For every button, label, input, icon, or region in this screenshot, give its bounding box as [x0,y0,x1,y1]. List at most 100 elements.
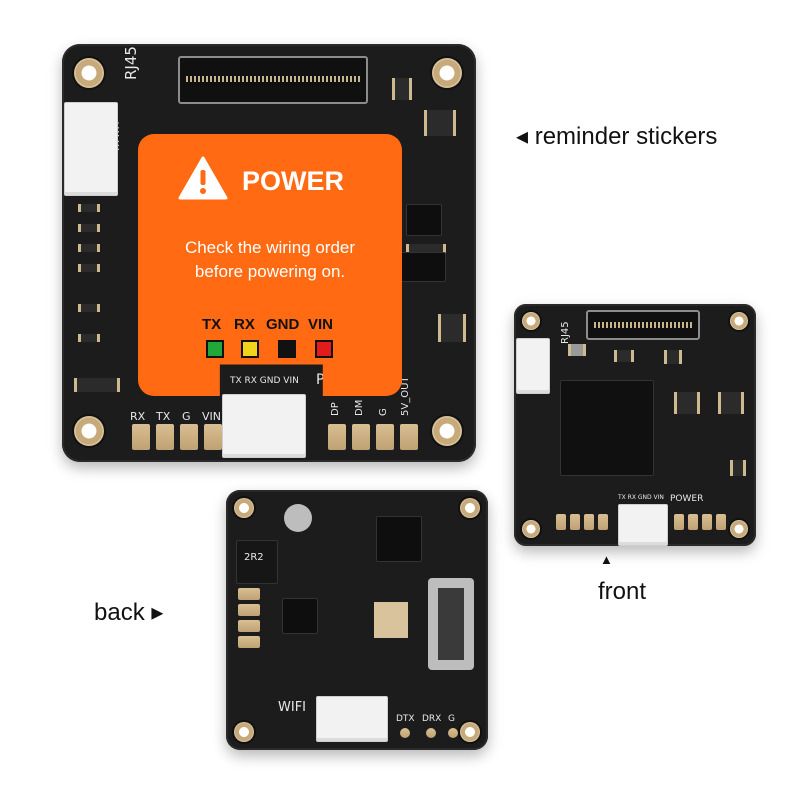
pad [448,728,458,738]
front-board: RJ45 TX RX GND VIN POWER [514,304,756,546]
uart-connector [618,504,668,546]
mounting-hole [234,498,254,518]
mounting-hole [74,58,104,88]
buzzer [284,504,312,532]
pad-label-tx: TX [156,410,171,423]
mounting-hole [234,722,254,742]
power-label: POWER [670,494,704,504]
inductor [236,540,278,584]
pad [598,514,608,530]
pad [238,620,260,632]
pad [426,728,436,738]
pad-label-g: G [448,714,455,724]
mounting-hole [522,312,540,330]
wire-label-gnd: GND [266,316,300,333]
sd-card-inner [438,588,464,660]
connector-label: TX RX GND VIN [618,494,664,501]
wifi-antenna-component [374,602,408,638]
mounting-hole [730,520,748,538]
wire-label-rx: RX [234,316,255,333]
wire-swatch-gnd [278,340,296,358]
pad-5v-out [400,424,418,450]
rj45-ffc-connector [178,56,368,104]
pad-g [376,424,394,450]
sticker-title: POWER [242,166,345,196]
component [438,314,466,342]
wire-label-tx: TX [202,316,222,333]
uart-connector [222,394,306,458]
main-processor [560,380,654,476]
side-connector [516,338,550,394]
inductor-label: 2R2 [244,552,264,563]
sticker-message-line1: Check the wiring order [184,238,356,257]
component [568,344,586,356]
component [78,264,100,272]
pad [584,514,594,530]
mounting-hole [74,416,104,446]
pad-g [180,424,198,450]
pad [570,514,580,530]
pad [702,514,712,530]
component [78,204,100,212]
mounting-hole [522,520,540,538]
caption-back: back ▸ [94,599,164,626]
pad-dm [352,424,370,450]
connector-label: TX RX GND VIN [230,376,299,386]
pad-label-dtx: DTX [396,714,415,724]
pad-label-vin: VIN [202,410,221,423]
pad [238,604,260,616]
component [74,378,120,392]
wire-swatch-rx [241,340,259,358]
pad [674,514,684,530]
pad-tx [156,424,174,450]
component [730,460,746,476]
mounting-hole [432,416,462,446]
caption-front-arrow: ▲ [600,552,613,567]
pad-label-rx: RX [130,410,146,423]
pad-dp [328,424,346,450]
component [674,392,700,414]
component [664,350,682,364]
mounting-hole [432,58,462,88]
wifi-label: WIFI [278,700,306,715]
pad [400,728,410,738]
pad [238,588,260,600]
component [718,392,744,414]
wire-swatch-tx [206,340,224,358]
power-label: P [316,372,325,388]
back-board: 2R2 WIFI DTX DRX G [226,490,488,750]
pad-rx [132,424,150,450]
caption-reminder-stickers: ◂ reminder stickers [516,123,718,150]
pad-vin [204,424,222,450]
pad-label-dm: DM [354,399,365,416]
pad-label-g: G [378,408,389,416]
ic-chip [400,252,446,282]
warning-icon [178,156,228,200]
pad [688,514,698,530]
component [614,350,634,362]
component [392,78,412,100]
component [78,244,100,252]
pad [556,514,566,530]
wifi-connector [316,696,388,742]
pad-label-g: G [182,410,191,423]
pad [716,514,726,530]
wire-swatch-vin [315,340,333,358]
ic-chip [282,598,318,634]
component [78,304,100,312]
mounting-hole [730,312,748,330]
rj45-ffc-connector [586,310,700,340]
pad [238,636,260,648]
regulator-chip [406,204,442,236]
mounting-hole [460,722,480,742]
caption-front: front [598,578,647,605]
pad-label-dp: DP [330,402,341,416]
mounting-hole [460,498,480,518]
pad-label-drx: DRX [422,714,442,724]
large-board: RJ45 TX-TX+ RX TX G VIN P DP DM G 5V_OUT… [62,44,476,462]
sticker-message-line2: before powering on. [194,262,346,281]
rj45-label: RJ45 [122,46,140,80]
component [78,334,100,342]
rj45-label: RJ45 [560,321,571,344]
reminder-sticker: POWER Check the wiring order before powe… [138,134,402,396]
